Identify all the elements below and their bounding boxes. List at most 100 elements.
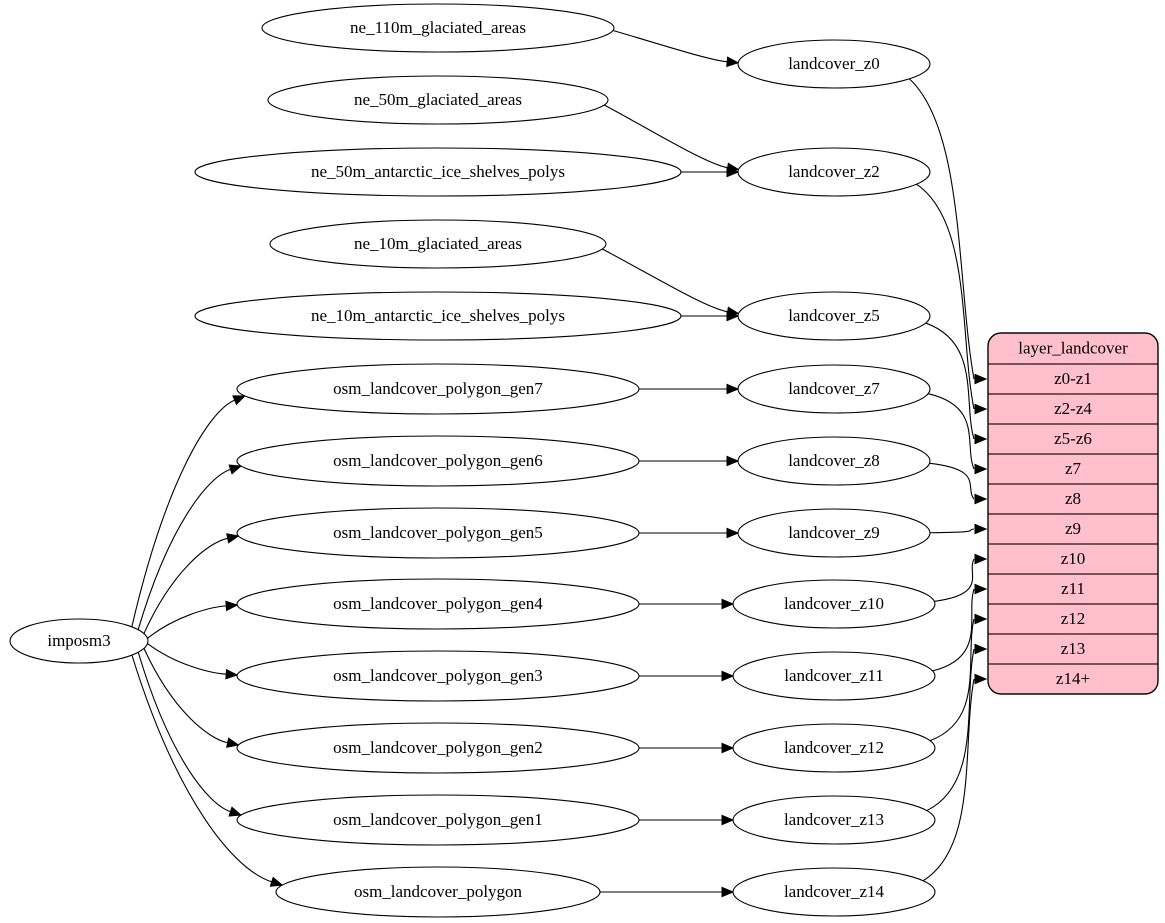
node-osm_landcover_polygon[interactable]: osm_landcover_polygon <box>275 866 601 918</box>
node-ne_10m_glaciated_areas[interactable]: ne_10m_glaciated_areas <box>269 219 607 269</box>
edge-imposm3-to-osm_landcover_polygon_gen3 <box>147 643 227 675</box>
edge-landcover_z11-to-z11 <box>932 588 975 672</box>
node-landcover_z10-label: landcover_z10 <box>784 594 884 613</box>
edge-arrowhead <box>974 463 988 475</box>
table-row-z12[interactable]: z12 <box>1061 609 1086 628</box>
table-outline <box>987 332 1159 695</box>
node-osm_landcover_polygon_gen7-shape <box>236 363 640 415</box>
node-osm_landcover_polygon_gen2-shape <box>236 722 640 774</box>
table-row-label: z8 <box>1065 489 1081 508</box>
node-ne_10m_antarctic_ice_shelves_polys-label: ne_10m_antarctic_ice_shelves_polys <box>311 306 565 325</box>
table-row-z14+[interactable]: z14+ <box>1056 669 1090 688</box>
node-landcover_z9[interactable]: landcover_z9 <box>737 508 931 558</box>
node-landcover_z14[interactable]: landcover_z14 <box>732 867 936 917</box>
node-landcover_z10-shape <box>732 579 936 629</box>
edge-arrowhead <box>226 737 240 748</box>
edge-landcover_z14-to-z14+ <box>922 678 975 882</box>
node-osm_landcover_polygon_gen3-label: osm_landcover_polygon_gen3 <box>333 666 543 685</box>
edge-imposm3-to-osm_landcover_polygon <box>131 654 272 883</box>
table-row-z8[interactable]: z8 <box>1065 489 1081 508</box>
node-landcover_z7-label: landcover_z7 <box>788 379 880 398</box>
node-ne_10m_antarctic_ice_shelves_polys-shape <box>194 291 682 341</box>
node-osm_landcover_polygon-label: osm_landcover_polygon <box>354 882 523 901</box>
edge-arrowhead <box>974 673 988 685</box>
node-ne_50m_antarctic_ice_shelves_polys-label: ne_50m_antarctic_ice_shelves_polys <box>311 162 565 181</box>
node-landcover_z7[interactable]: landcover_z7 <box>737 364 931 414</box>
node-landcover_z0[interactable]: landcover_z0 <box>737 39 931 89</box>
node-ne_50m_antarctic_ice_shelves_polys[interactable]: ne_50m_antarctic_ice_shelves_polys <box>194 147 682 197</box>
node-ne_110m_glaciated_areas[interactable]: ne_110m_glaciated_areas <box>261 3 615 53</box>
node-landcover_z12[interactable]: landcover_z12 <box>732 723 936 773</box>
node-osm_landcover_polygon_gen7[interactable]: osm_landcover_polygon_gen7 <box>236 363 640 415</box>
edge-arrowhead <box>228 464 243 475</box>
edge-arrowhead <box>721 598 735 610</box>
node-osm_landcover_polygon_gen4[interactable]: osm_landcover_polygon_gen4 <box>236 578 640 630</box>
table-row-z2-z4[interactable]: z2-z4 <box>1054 399 1092 418</box>
node-landcover_z14-label: landcover_z14 <box>784 882 885 901</box>
node-landcover_z11[interactable]: landcover_z11 <box>732 651 936 701</box>
node-landcover_z2[interactable]: landcover_z2 <box>737 147 931 197</box>
edge-ne_10m_glaciated_areas-to-landcover_z5 <box>602 248 728 313</box>
table-header-label: layer_landcover <box>1018 338 1128 357</box>
node-ne_50m_glaciated_areas-shape <box>267 75 609 125</box>
node-osm_landcover_polygon_gen5[interactable]: osm_landcover_polygon_gen5 <box>236 507 640 559</box>
table-row-z5-z6[interactable]: z5-z6 <box>1054 429 1092 448</box>
edge-arrowhead <box>974 643 988 655</box>
edge-arrowhead <box>726 527 740 539</box>
node-landcover_z5-shape <box>737 291 931 341</box>
node-osm_landcover_polygon-shape <box>275 866 601 918</box>
node-osm_landcover_polygon_gen1[interactable]: osm_landcover_polygon_gen1 <box>236 794 640 846</box>
node-landcover_z8[interactable]: landcover_z8 <box>737 436 931 486</box>
table-row-label: z12 <box>1061 609 1086 628</box>
node-landcover_z13-label: landcover_z13 <box>784 810 884 829</box>
node-landcover_z5[interactable]: landcover_z5 <box>737 291 931 341</box>
node-ne_110m_glaciated_areas-label: ne_110m_glaciated_areas <box>350 18 526 37</box>
node-osm_landcover_polygon_gen3[interactable]: osm_landcover_polygon_gen3 <box>236 650 640 702</box>
node-osm_landcover_polygon_gen7-label: osm_landcover_polygon_gen7 <box>333 379 543 398</box>
node-osm_landcover_polygon_gen5-shape <box>236 507 640 559</box>
edge-landcover_z9-to-z9 <box>929 528 975 534</box>
table-row-label: z13 <box>1061 639 1086 658</box>
edge-landcover_z12-to-z12 <box>929 618 975 742</box>
node-osm_landcover_polygon_gen5-label: osm_landcover_polygon_gen5 <box>333 523 543 542</box>
table-row-label: z7 <box>1065 459 1082 478</box>
node-osm_landcover_polygon_gen2[interactable]: osm_landcover_polygon_gen2 <box>236 722 640 774</box>
node-ne_10m_antarctic_ice_shelves_polys[interactable]: ne_10m_antarctic_ice_shelves_polys <box>194 291 682 341</box>
table-row-z9[interactable]: z9 <box>1065 519 1081 538</box>
edge-arrowhead <box>974 373 988 385</box>
node-landcover_z11-label: landcover_z11 <box>784 666 883 685</box>
node-osm_landcover_polygon_gen6[interactable]: osm_landcover_polygon_gen6 <box>236 435 640 487</box>
edge-arrowhead <box>726 383 740 395</box>
node-osm_landcover_polygon_gen4-label: osm_landcover_polygon_gen4 <box>333 594 543 613</box>
node-landcover_z10[interactable]: landcover_z10 <box>732 579 936 629</box>
edge-landcover_z10-to-z10 <box>934 558 975 602</box>
node-imposm3-shape <box>9 618 149 664</box>
node-landcover_z2-label: landcover_z2 <box>788 162 880 181</box>
edge-ne_50m_glaciated_areas-to-landcover_z2 <box>604 104 728 169</box>
edge-arrowhead <box>228 806 243 817</box>
edge-arrowhead <box>726 455 740 467</box>
table-row-z7[interactable]: z7 <box>1065 459 1082 478</box>
edge-landcover_z5-to-z5-z6 <box>925 322 975 440</box>
edge-arrowhead <box>721 670 735 682</box>
node-ne_10m_glaciated_areas-label: ne_10m_glaciated_areas <box>354 234 522 253</box>
table-row-z0-z1[interactable]: z0-z1 <box>1054 369 1092 388</box>
table-row-z13[interactable]: z13 <box>1061 639 1086 658</box>
node-ne_110m_glaciated_areas-shape <box>261 3 615 53</box>
edge-arrowhead <box>269 876 284 887</box>
node-landcover_z8-shape <box>737 436 931 486</box>
node-osm_landcover_polygon_gen4-shape <box>236 578 640 630</box>
table-row-z11[interactable]: z11 <box>1061 579 1085 598</box>
edge-landcover_z8-to-z8 <box>929 462 975 500</box>
node-ne_50m_glaciated_areas[interactable]: ne_50m_glaciated_areas <box>267 75 609 125</box>
node-ne_10m_glaciated_areas-shape <box>269 219 607 269</box>
node-imposm3[interactable]: imposm3 <box>9 618 149 664</box>
edge-arrowhead <box>726 310 740 322</box>
table-row-label: z0-z1 <box>1054 369 1092 388</box>
edge-ne_110m_glaciated_areas-to-landcover_z0 <box>612 29 728 63</box>
table-row-z10[interactable]: z10 <box>1061 549 1086 568</box>
node-landcover_z13[interactable]: landcover_z13 <box>732 795 936 845</box>
edge-arrowhead <box>721 742 735 754</box>
edge-imposm3-to-osm_landcover_polygon_gen5 <box>143 537 228 634</box>
